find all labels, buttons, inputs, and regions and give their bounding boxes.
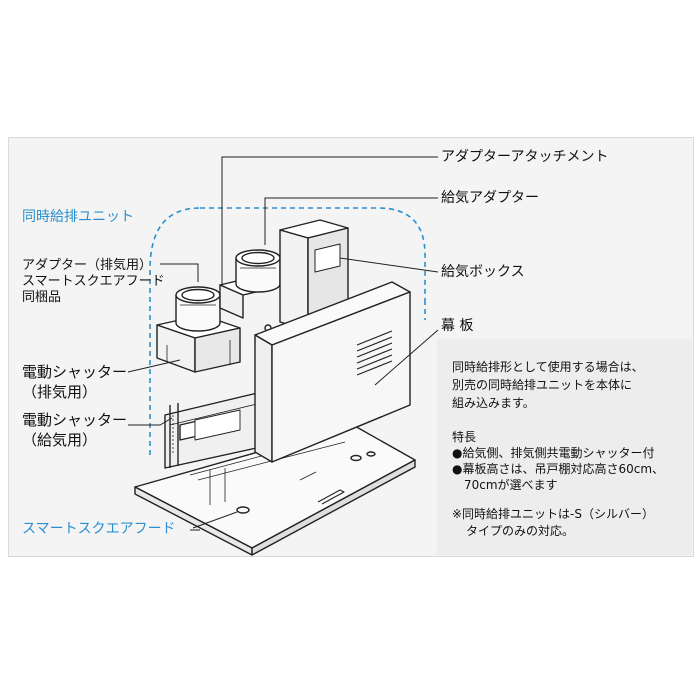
leader-adapter-exhaust bbox=[160, 263, 199, 282]
shutter-frame bbox=[164, 389, 271, 505]
leader-supply-adapter bbox=[264, 197, 438, 245]
label-curtain-board: 幕 板 bbox=[441, 318, 474, 334]
leader-shutter-exhaust bbox=[127, 359, 181, 373]
curtain-board bbox=[254, 281, 411, 463]
note-feature1: ●給気側、排気側共電動シャッター付 bbox=[452, 446, 655, 460]
note-line1: 同時給排形として使用する場合は、 bbox=[452, 360, 644, 374]
label-shutter-supply-line1: 電動シャッター bbox=[22, 411, 128, 429]
label-adapter-exhaust-line2: スマートスクエアフード bbox=[22, 274, 165, 289]
label-supply-adapter: 給気アダプター bbox=[441, 190, 539, 206]
simultaneous-unit-outline bbox=[149, 207, 426, 455]
label-adapter-exhaust-line3: 同梱品 bbox=[22, 290, 62, 305]
note-feature2-line2: 70cmが選べます bbox=[464, 478, 558, 492]
leader-curtain-board bbox=[374, 329, 439, 386]
label-simultaneous-unit: 同時給排ユニット bbox=[22, 209, 134, 225]
leader-adapter-attachment bbox=[221, 156, 438, 285]
supply-adapter bbox=[219, 249, 286, 319]
exhaust-adapter bbox=[156, 286, 241, 373]
label-supply-box: 給気ボックス bbox=[441, 264, 525, 280]
note-features-title: 特長 bbox=[452, 430, 477, 444]
note-line2: 別売の同時給排ユニットを本体に bbox=[452, 378, 633, 392]
leader-supply-box bbox=[339, 257, 439, 273]
label-smart-square-hood: スマートスクエアフード bbox=[22, 521, 176, 537]
label-shutter-exhaust-line1: 電動シャッター bbox=[22, 363, 128, 381]
note-line3: 組み込みます。 bbox=[452, 396, 535, 410]
note-footnote-line1: ※同時給排ユニットは-S（シルバー） bbox=[452, 507, 655, 521]
label-shutter-supply-line2: （給気用） bbox=[22, 431, 98, 449]
label-adapter-attachment: アダプターアタッチメント bbox=[441, 149, 609, 165]
note-feature2-line1: ●幕板高さは、吊戸棚対応高さ60cm、 bbox=[452, 462, 665, 476]
note-box bbox=[437, 339, 692, 555]
label-shutter-exhaust-line2: （排気用） bbox=[22, 383, 98, 401]
note-footnote-line2: タイプのみの対応。 bbox=[466, 524, 575, 538]
label-adapter-exhaust: アダプター（排気用） スマートスクエアフード 同梱品 bbox=[22, 258, 165, 306]
leader-hood bbox=[192, 511, 238, 529]
leader-shutter-supply bbox=[128, 417, 173, 426]
label-adapter-exhaust-line1: アダプター（排気用） bbox=[22, 258, 153, 273]
